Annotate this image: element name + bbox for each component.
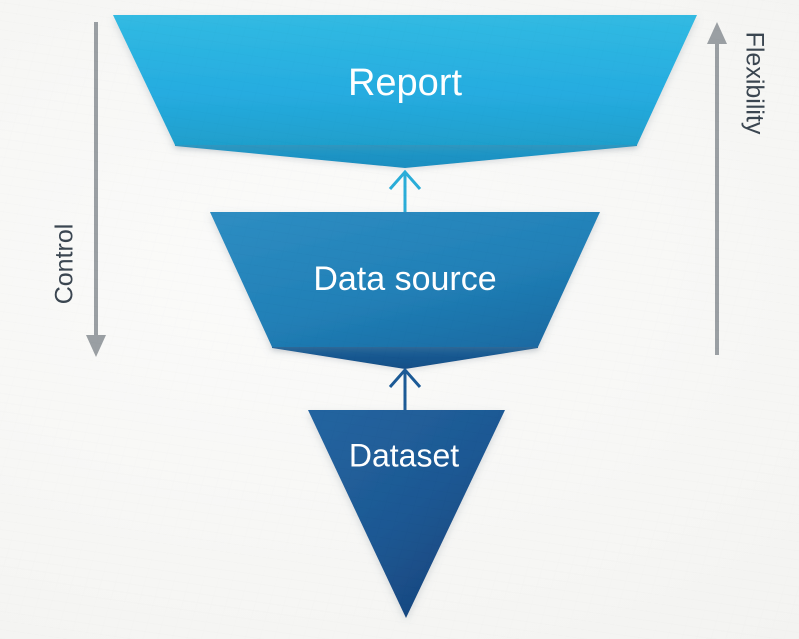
- control-axis-label: Control: [51, 224, 79, 305]
- funnel-level-data-source[interactable]: Data source: [210, 212, 600, 369]
- data-source-label: Data source: [313, 260, 496, 298]
- dataset-label: Dataset: [349, 437, 459, 473]
- flexibility-arrow-head: [707, 22, 727, 44]
- data-source-notch: [272, 341, 538, 369]
- data-source-body[interactable]: [210, 212, 600, 347]
- funnel-level-report[interactable]: Report: [113, 15, 697, 168]
- axis-control: Control: [51, 22, 106, 357]
- control-arrow-head: [86, 335, 106, 357]
- connector-dataset-to-data-source: [388, 367, 422, 411]
- report-label: Report: [348, 62, 462, 104]
- report-body[interactable]: [113, 15, 697, 145]
- axis-flexibility: Flexibility: [707, 22, 768, 355]
- funnel-level-dataset[interactable]: Dataset: [308, 410, 505, 618]
- connector-data-source-to-report: [388, 169, 422, 213]
- flexibility-axis-label: Flexibility: [740, 32, 768, 135]
- report-notch: [175, 139, 637, 168]
- connector-arrowhead: [388, 169, 422, 190]
- dataset-body[interactable]: [308, 410, 505, 618]
- connector-arrowhead: [388, 367, 422, 388]
